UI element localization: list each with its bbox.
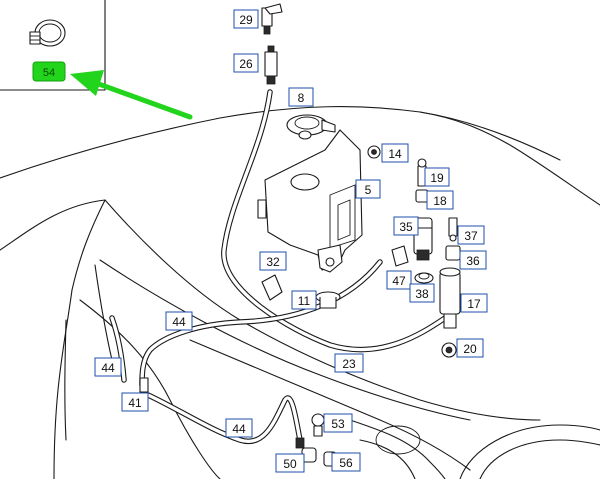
svg-text:47: 47 <box>392 274 406 288</box>
callout-8[interactable]: 8 <box>288 87 314 107</box>
part-37-connector <box>448 217 458 242</box>
callout-23[interactable]: 23 <box>334 353 364 373</box>
svg-text:19: 19 <box>430 171 444 185</box>
svg-text:23: 23 <box>342 357 356 371</box>
callout-32[interactable]: 32 <box>259 251 287 271</box>
svg-text:18: 18 <box>433 194 447 208</box>
part-29-nozzle <box>261 3 283 35</box>
callout-29[interactable]: 29 <box>233 9 259 29</box>
callout-41[interactable]: 41 <box>121 392 149 412</box>
svg-text:38: 38 <box>415 287 429 301</box>
callout-37[interactable]: 37 <box>457 225 485 245</box>
callout-56[interactable]: 56 <box>331 452 361 472</box>
part-32-bracket <box>261 274 283 301</box>
part-17-pump <box>439 267 461 329</box>
svg-text:32: 32 <box>266 255 280 269</box>
callout-44-top[interactable]: 44 <box>165 311 193 331</box>
svg-text:41: 41 <box>128 396 142 410</box>
callout-11[interactable]: 11 <box>291 290 317 310</box>
car-body-outline <box>0 106 600 479</box>
callout-35[interactable]: 35 <box>393 216 419 236</box>
svg-text:26: 26 <box>239 57 253 71</box>
svg-text:53: 53 <box>331 417 345 431</box>
svg-text:50: 50 <box>283 457 297 471</box>
part-50-nozzle <box>295 437 317 463</box>
callout-36[interactable]: 36 <box>459 250 487 270</box>
part-19-sensor <box>417 158 427 187</box>
part-11-grommet <box>315 291 341 309</box>
svg-text:36: 36 <box>466 254 480 268</box>
part-53-fitting <box>311 413 325 437</box>
highlight-badge[interactable] <box>32 61 66 82</box>
svg-text:56: 56 <box>339 456 353 470</box>
callout-26[interactable]: 26 <box>233 53 259 73</box>
svg-text:44: 44 <box>232 422 246 436</box>
part-5-reservoir <box>257 129 363 273</box>
part-38-seal <box>414 272 434 284</box>
callout-38[interactable]: 38 <box>409 283 435 303</box>
part-47-clip <box>391 245 409 267</box>
hose-clamp-icon <box>29 19 66 47</box>
callout-50[interactable]: 50 <box>275 453 305 473</box>
part-36-grommet <box>445 245 461 261</box>
callout-19[interactable]: 19 <box>424 167 450 187</box>
svg-text:14: 14 <box>388 147 402 161</box>
svg-text:17: 17 <box>467 297 481 311</box>
callout-53[interactable]: 53 <box>323 413 353 433</box>
svg-text:5: 5 <box>365 183 372 197</box>
highlight-badge-label: 54 <box>43 67 55 79</box>
callout-47[interactable]: 47 <box>386 270 412 290</box>
part-41-connector <box>139 377 149 393</box>
callout-44-bottom[interactable]: 44 <box>225 418 253 438</box>
callout-17[interactable]: 17 <box>460 293 488 313</box>
part-14-fitting <box>367 145 381 159</box>
part-26-connector <box>264 45 278 85</box>
part-18-grommet <box>415 189 429 203</box>
green-arrow-icon <box>70 70 193 120</box>
svg-text:8: 8 <box>298 91 305 105</box>
part-20-nut <box>441 342 457 358</box>
callout-20[interactable]: 20 <box>456 338 484 358</box>
callout-5[interactable]: 5 <box>355 179 381 199</box>
svg-text:44: 44 <box>172 315 186 329</box>
callout-44-left[interactable]: 44 <box>94 357 122 377</box>
svg-text:44: 44 <box>101 361 115 375</box>
inset-panel: 54 <box>0 0 106 91</box>
svg-text:37: 37 <box>464 229 478 243</box>
svg-text:35: 35 <box>399 220 413 234</box>
svg-text:29: 29 <box>239 13 253 27</box>
callout-14[interactable]: 14 <box>381 143 409 163</box>
part-8-cap <box>286 114 336 140</box>
svg-text:20: 20 <box>463 342 477 356</box>
callout-18[interactable]: 18 <box>426 190 454 210</box>
svg-text:11: 11 <box>298 294 311 308</box>
